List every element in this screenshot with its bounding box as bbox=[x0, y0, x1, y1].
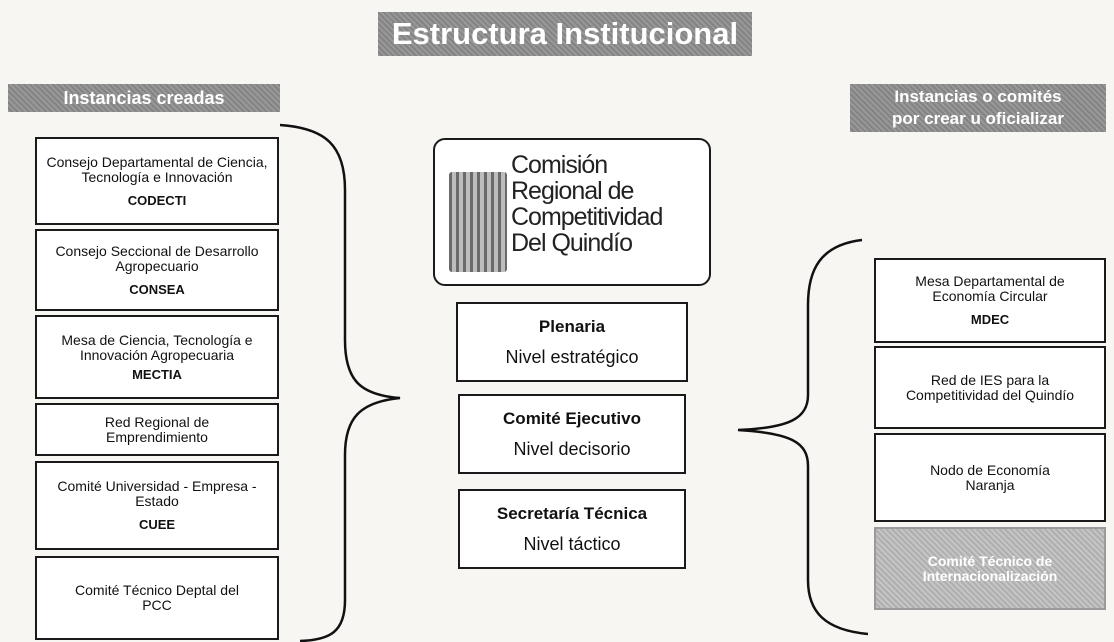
right-item-text: Nodo de Economía Naranja bbox=[930, 461, 1050, 493]
left-item-abbr: MECTIA bbox=[132, 366, 182, 382]
right-item-mdec: Mesa Departamental de Economía Circular … bbox=[874, 258, 1106, 343]
right-header-line-2: por crear u oficializar bbox=[892, 109, 1064, 128]
right-header-line-1: Instancias o comités bbox=[894, 87, 1062, 106]
left-item-consea: Consejo Seccional de Desarrollo Agropecu… bbox=[35, 229, 279, 311]
left-item-text: Comité Universidad - Empresa - Estado bbox=[57, 478, 257, 509]
left-item-text: Mesa de Ciencia, Tecnología e Innovación… bbox=[61, 331, 253, 363]
right-item-red-ies: Red de IES para la Competitividad del Qu… bbox=[874, 346, 1106, 429]
left-item-cuee: Comité Universidad - Empresa - Estado CU… bbox=[35, 461, 279, 550]
level-description: Nivel estratégico bbox=[505, 346, 639, 367]
level-description: Nivel decisorio bbox=[513, 438, 631, 459]
right-item-text: Red de IES para la Competitividad del Qu… bbox=[905, 371, 1075, 403]
right-item-text: Comité Técnico de Internacionalización bbox=[922, 552, 1058, 584]
left-item-abbr: CODECTI bbox=[127, 192, 187, 208]
left-item-mectia: Mesa de Ciencia, Tecnología e Innovación… bbox=[35, 315, 279, 399]
logo-text-line-4: Del Quindío bbox=[511, 229, 633, 257]
logo-text-line-3: Competitividad bbox=[511, 203, 663, 231]
left-item-abbr: CONSEA bbox=[129, 281, 185, 297]
left-item-abbr: CUEE bbox=[138, 517, 176, 532]
right-item-nodo-economia-naranja: Nodo de Economía Naranja bbox=[874, 433, 1106, 522]
logo-text-line-1: Comisión bbox=[511, 151, 608, 179]
left-header: Instancias creadas bbox=[8, 84, 280, 112]
level-plenaria: Plenaria Nivel estratégico bbox=[456, 302, 688, 382]
left-item-text: Consejo Departamental de Ciencia, Tecnol… bbox=[46, 153, 268, 185]
right-brace bbox=[737, 238, 869, 636]
crc-logo: Comisión Regional de Competitividad Del … bbox=[433, 138, 711, 286]
right-header: Instancias o comités por crear u oficial… bbox=[850, 84, 1106, 132]
logo-text: Comisión Regional de Competitividad Del … bbox=[511, 151, 663, 257]
level-name: Comité Ejecutivo bbox=[503, 408, 641, 428]
left-item-red-emprendimiento: Red Regional de Emprendimiento bbox=[35, 403, 279, 456]
left-brace bbox=[279, 123, 401, 642]
left-item-codecti: Consejo Departamental de Ciencia, Tecnol… bbox=[35, 137, 279, 225]
left-item-text: Consejo Seccional de Desarrollo Agropecu… bbox=[55, 242, 259, 274]
left-item-text: Comité Técnico Deptal del PCC bbox=[75, 582, 239, 613]
left-item-comite-tecnico: Comité Técnico Deptal del PCC bbox=[35, 556, 279, 640]
level-secretaria-tecnica: Secretaría Técnica Nivel táctico bbox=[458, 489, 686, 569]
right-item-internacionalizacion: Comité Técnico de Internacionalización bbox=[874, 527, 1106, 610]
right-item-text: Mesa Departamental de Economía Circular bbox=[915, 273, 1065, 304]
logo-text-line-2: Regional de bbox=[511, 177, 634, 205]
left-item-text: Red Regional de Emprendimiento bbox=[104, 413, 210, 445]
level-name: Secretaría Técnica bbox=[496, 503, 648, 523]
level-description: Nivel táctico bbox=[523, 533, 621, 554]
level-comite-ejecutivo: Comité Ejecutivo Nivel decisorio bbox=[458, 394, 686, 474]
diagram-title: Estructura Institucional bbox=[378, 12, 752, 56]
level-name: Plenaria bbox=[538, 316, 606, 336]
building-icon bbox=[449, 172, 507, 272]
right-item-abbr: MDEC bbox=[970, 312, 1010, 327]
